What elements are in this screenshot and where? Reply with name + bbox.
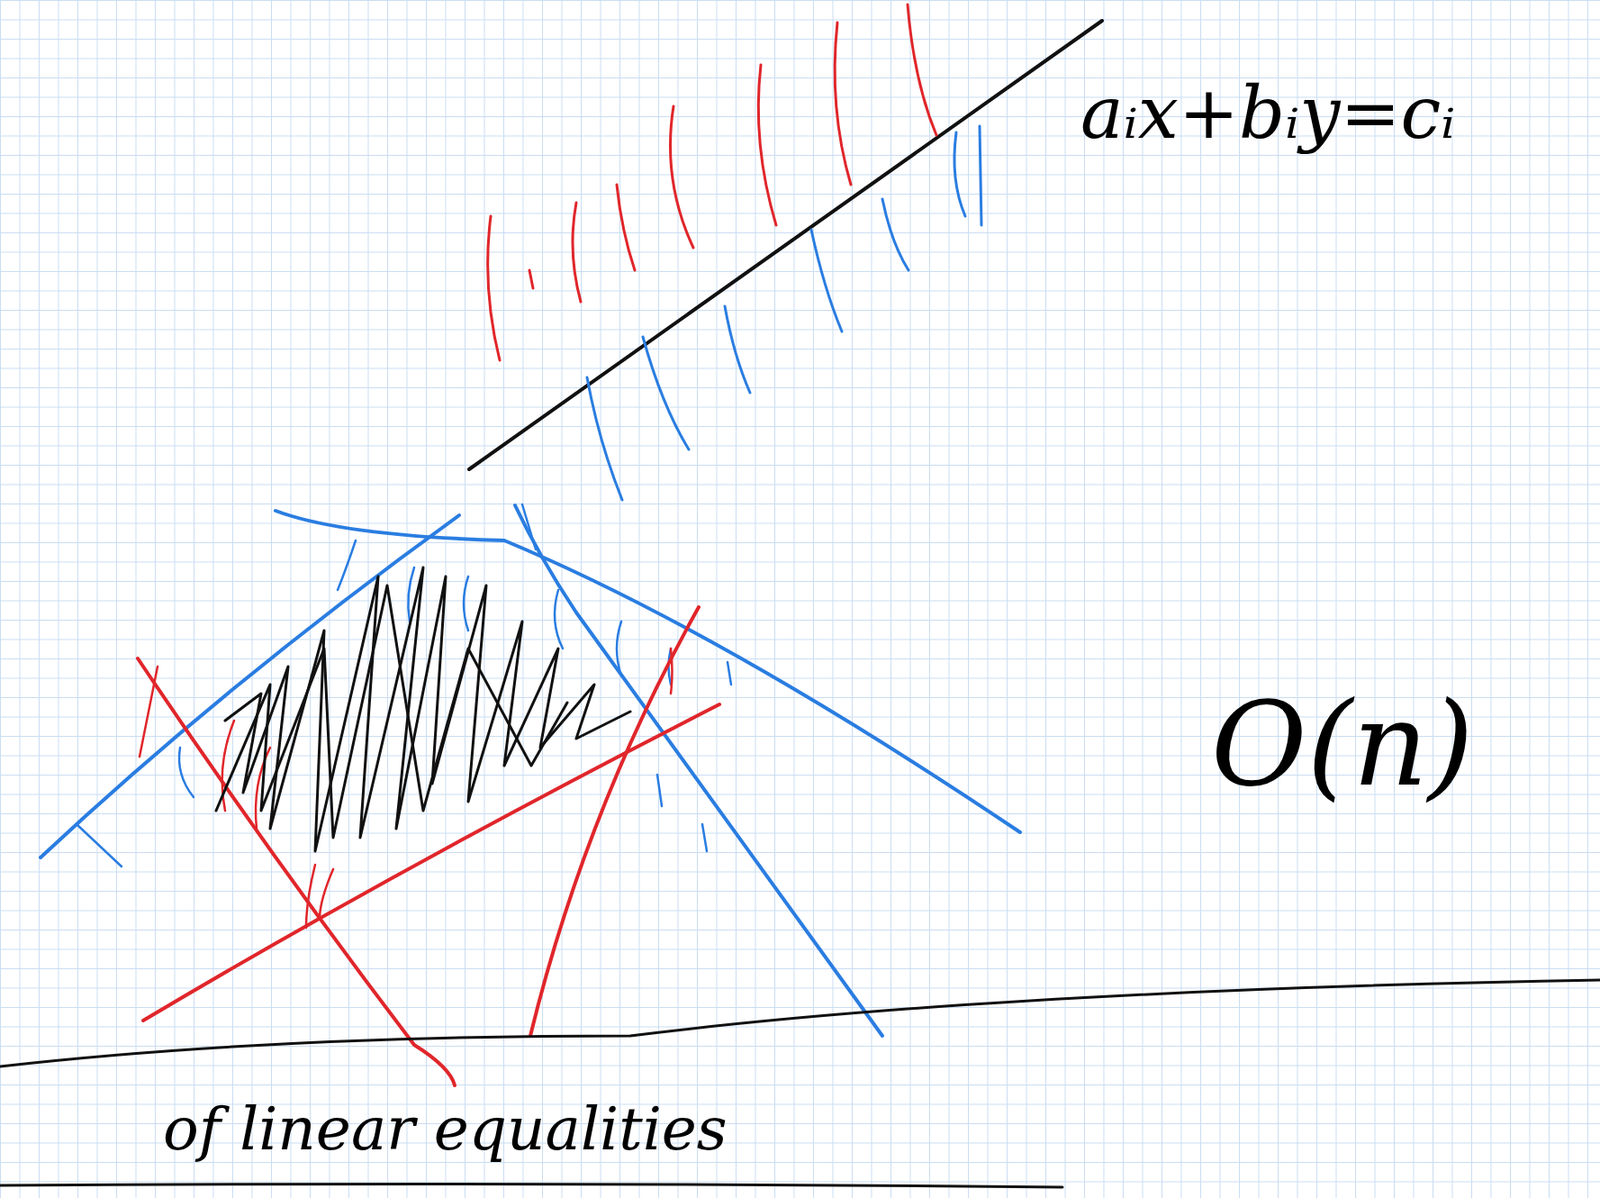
red-hatching — [488, 4, 937, 361]
rule-line — [0, 1183, 1063, 1187]
boundary-line — [469, 20, 1103, 470]
feasible-scribble — [216, 585, 568, 838]
equation-label: aᵢx+bᵢy=cᵢ — [1080, 73, 1456, 154]
blue-ticks — [76, 504, 732, 867]
rule-line — [0, 979, 1600, 1067]
feasible-scribble — [225, 567, 631, 851]
red-constraints — [137, 606, 720, 1085]
complexity-label: O(n) — [1211, 679, 1474, 809]
note-text: of linear equalities — [162, 1096, 728, 1163]
blue-constraints — [40, 505, 1021, 1036]
blue-hatching — [587, 126, 982, 500]
